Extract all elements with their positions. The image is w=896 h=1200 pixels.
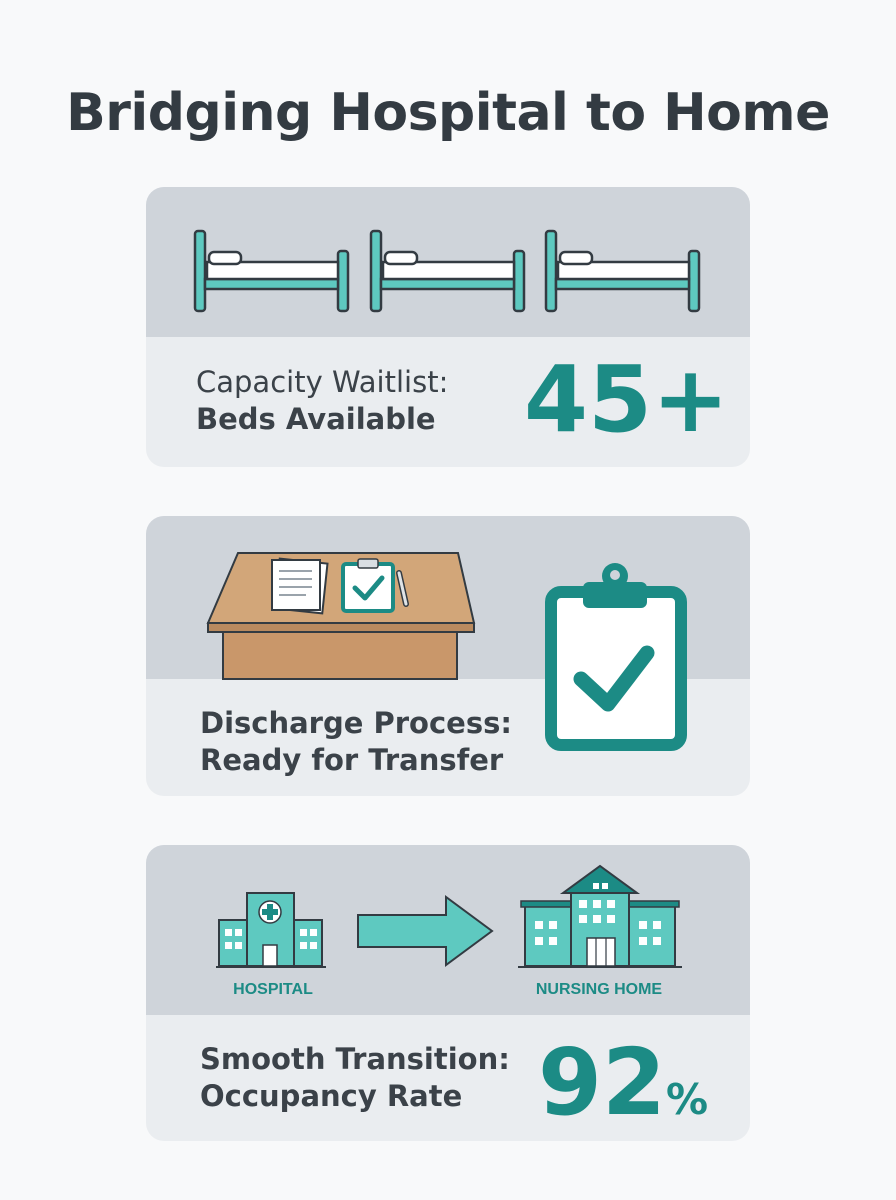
capacity-stat-value: 45	[524, 346, 653, 453]
capacity-card: Capacity Waitlist: Beds Available 45+	[146, 187, 750, 467]
discharge-label-line2: Ready for Transfer	[200, 743, 504, 777]
capacity-label-line1: Capacity Waitlist:	[196, 365, 449, 399]
capacity-label: Capacity Waitlist: Beds Available	[196, 364, 448, 438]
hospital-bed-icon	[193, 229, 350, 313]
discharge-illustration	[206, 552, 687, 751]
discharge-card: Discharge Process: Ready for Transfer	[146, 516, 750, 796]
hospital-building-icon	[216, 892, 326, 968]
page-title: Bridging Hospital to Home	[66, 83, 830, 143]
nursing-home-building-icon	[518, 864, 682, 968]
discharge-label-line1: Discharge Process:	[200, 706, 512, 740]
capacity-stat: 45+	[524, 354, 729, 446]
capacity-stat-suffix: +	[652, 346, 730, 453]
transition-label-line1: Smooth Transition:	[200, 1042, 510, 1076]
transition-label: Smooth Transition: Occupancy Rate	[200, 1041, 510, 1115]
transition-illustration: HOSPITAL NURSING HOME	[216, 864, 682, 998]
occupancy-stat-value: 92	[538, 1029, 667, 1136]
hospital-beds-illustration	[193, 229, 701, 313]
capacity-label-line2: Beds Available	[196, 402, 436, 436]
transition-card: HOSPITAL NURSING HOME Smooth Transition:…	[146, 845, 750, 1141]
occupancy-stat-suffix: %	[666, 1075, 709, 1124]
hospital-bed-icon	[369, 229, 526, 313]
transition-label-line2: Occupancy Rate	[200, 1079, 463, 1113]
to-label: NURSING HOME	[536, 981, 663, 998]
occupancy-stat: 92%	[538, 1035, 708, 1141]
desk-with-documents-icon	[206, 552, 476, 680]
clipboard-check-icon	[545, 563, 687, 751]
arrow-right-icon	[357, 895, 494, 967]
hospital-bed-icon	[544, 229, 701, 313]
from-label: HOSPITAL	[233, 981, 313, 998]
discharge-label: Discharge Process: Ready for Transfer	[200, 705, 512, 779]
